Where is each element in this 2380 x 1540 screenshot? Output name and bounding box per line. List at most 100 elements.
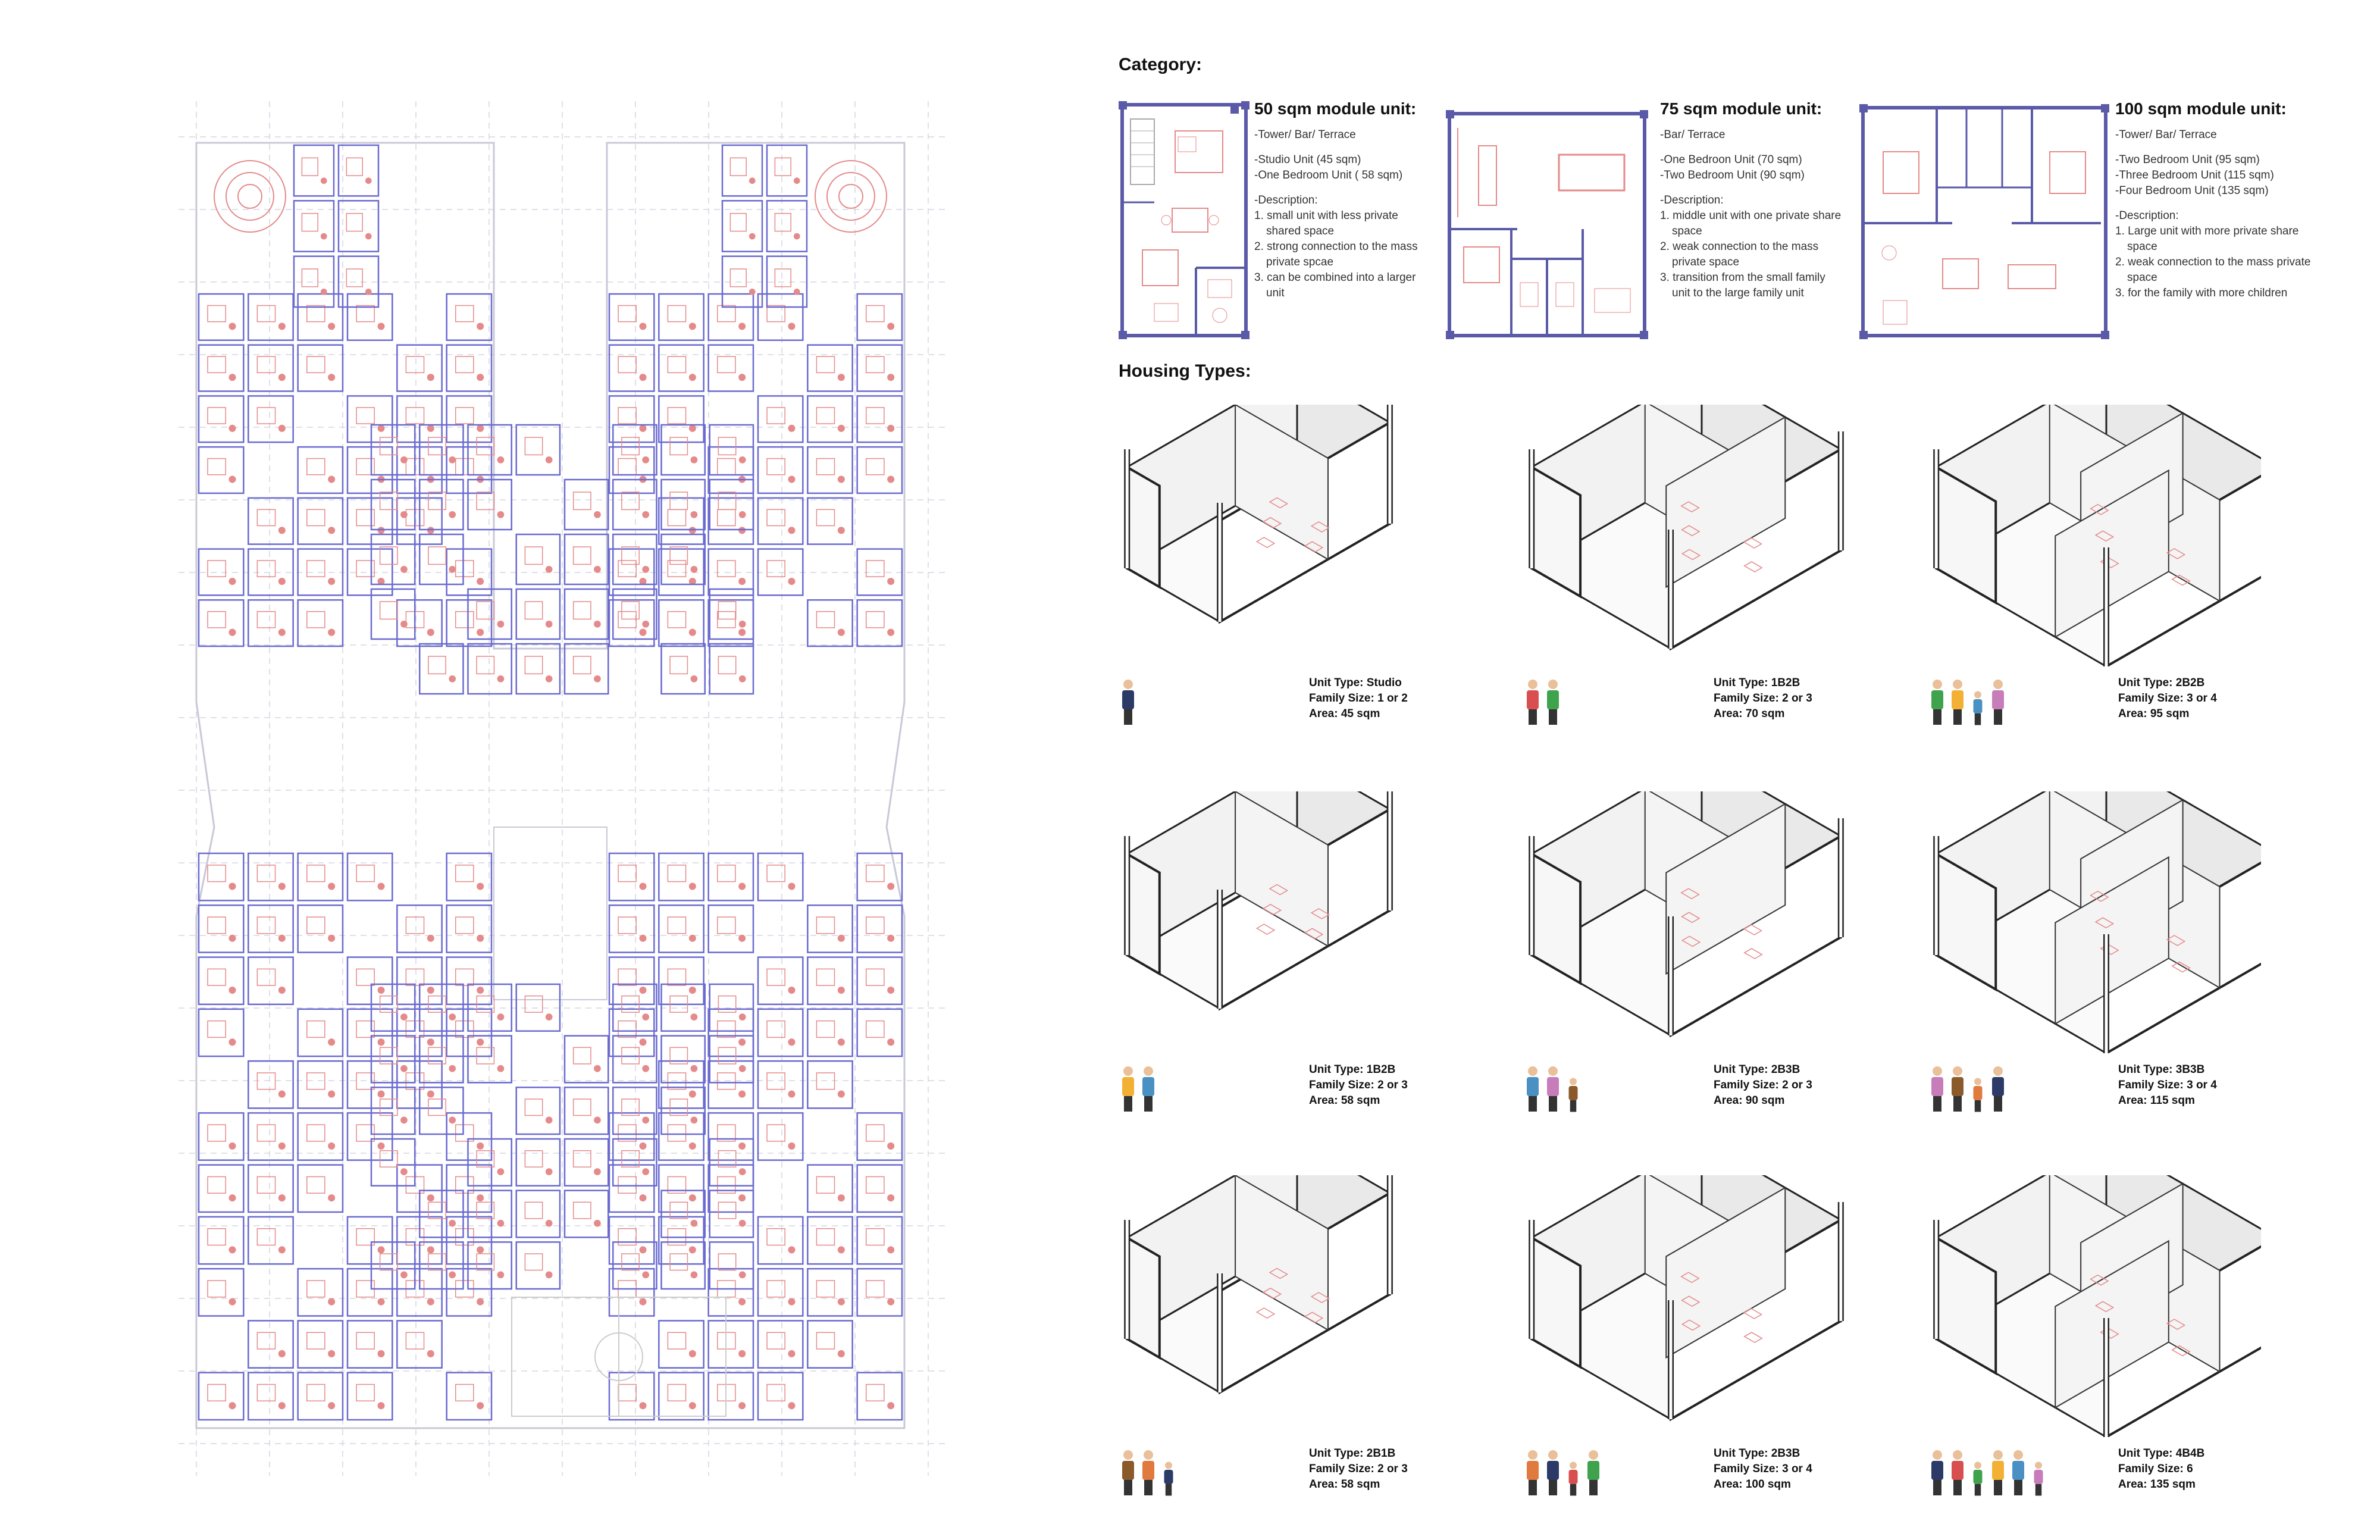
module-unit-item: -Four Bedroom Unit (135 sqm) xyxy=(2115,184,2269,197)
module-75-description: 75 sqm module unit: -Bar/ Terrace -One Bed… xyxy=(1660,101,1844,301)
unit-type: Unit Type: 4B4B xyxy=(2118,1447,2205,1460)
unit-type: Unit Type: 3B3B xyxy=(2118,1063,2205,1076)
module-title: 75 sqm module unit: xyxy=(1660,99,1822,118)
module-description-item: 1. Large unit with more private share sp… xyxy=(2115,225,2299,253)
person-icon xyxy=(1142,1450,1154,1495)
module-unit-item: -Three Bedroom Unit (115 sqm) xyxy=(2115,169,2274,181)
module-description-item: 3. for the family with more children xyxy=(2115,287,2288,299)
module-unit-item: -One Bedroon Unit (70 sqm) xyxy=(1660,154,1802,166)
housing-iso-8 xyxy=(1529,1175,1844,1422)
person-icon xyxy=(1122,1450,1134,1495)
unit-family: Family Size: 1 or 2 xyxy=(1309,692,1408,705)
person-icon xyxy=(1992,1450,2004,1495)
unit-area: Area: 95 sqm xyxy=(2118,708,2190,720)
unit-info: Unit Type: 1B2B Family Size: 2 or 3 Area: … xyxy=(1309,1062,1408,1109)
person-icon xyxy=(1122,680,1134,725)
unit-type: Unit Type: 2B3B xyxy=(1714,1063,1800,1076)
module-description-item: 3. can be combined into a larger unit xyxy=(1254,271,1416,299)
person-icon xyxy=(1547,1450,1559,1495)
person-icon xyxy=(1931,680,1943,725)
module-100-description: 100 sqm module unit: -Tower/ Bar/ Terrace… xyxy=(2115,101,2312,301)
unit-family: Family Size: 2 or 3 xyxy=(1309,1079,1408,1091)
person-icon xyxy=(1527,680,1539,725)
person-icon xyxy=(1992,1066,2004,1112)
unit-type: Unit Type: 2B1B xyxy=(1309,1447,1396,1460)
module-description-item: 2. weak connection to the mass private s… xyxy=(1660,240,1819,268)
master-floor-plan xyxy=(178,101,946,1476)
module-description-label: -Description: xyxy=(1254,194,1318,206)
person-icon xyxy=(1973,1078,1983,1112)
module-description-label: -Description: xyxy=(2115,209,2179,222)
module-description-label: -Description: xyxy=(1660,194,1724,206)
person-icon xyxy=(1973,1461,1983,1496)
unit-family: Family Size: 2 or 3 xyxy=(1714,692,1812,705)
person-icon xyxy=(1973,691,1983,725)
person-icon xyxy=(1931,1450,1943,1495)
person-icon xyxy=(2012,1450,2024,1495)
person-icon xyxy=(1587,1450,1599,1495)
unit-area: Area: 115 sqm xyxy=(2118,1094,2195,1107)
unit-area: Area: 58 sqm xyxy=(1309,1478,1380,1491)
person-icon xyxy=(1164,1461,1173,1496)
module-description-item: 2. weak connection to the mass private s… xyxy=(2115,256,2311,284)
module-50-plan xyxy=(1119,101,1250,339)
module-description-item: 3. transition from the small family unit… xyxy=(1660,271,1825,299)
module-unit-item: -One Bedroom Unit ( 58 sqm) xyxy=(1254,169,1403,181)
housing-iso-2 xyxy=(1529,405,1844,651)
person-icon xyxy=(1952,680,1964,725)
module-unit-item: -Two Bedroom Unit (90 sqm) xyxy=(1660,169,1805,181)
module-title: 100 sqm module unit: xyxy=(2115,99,2287,118)
unit-family: Family Size: 2 or 3 xyxy=(1714,1079,1812,1091)
family-icons xyxy=(1931,1450,2043,1496)
housing-iso-3 xyxy=(1933,405,2261,666)
family-icons xyxy=(1122,1066,1154,1112)
housing-iso-4 xyxy=(1124,791,1393,1011)
person-icon xyxy=(1952,1066,1964,1112)
family-icons xyxy=(1122,680,1134,725)
unit-family: Family Size: 3 or 4 xyxy=(2118,692,2217,705)
housing-iso-1 xyxy=(1124,405,1393,624)
unit-family: Family Size: 6 xyxy=(2118,1463,2193,1475)
module-100-plan xyxy=(1859,104,2109,339)
unit-type: Unit Type: Studio xyxy=(1309,677,1402,689)
family-icons xyxy=(1931,680,2004,725)
person-icon xyxy=(1142,1066,1154,1112)
module-unit-item: -Two Bedroom Unit (95 sqm) xyxy=(2115,154,2260,166)
housing-iso-5 xyxy=(1529,791,1844,1038)
unit-area: Area: 70 sqm xyxy=(1714,708,1785,720)
unit-info: Unit Type: 2B3B Family Size: 2 or 3 Area: … xyxy=(1714,1062,1812,1109)
module-uses: -Tower/ Bar/ Terrace xyxy=(2115,129,2217,141)
unit-type: Unit Type: 1B2B xyxy=(1309,1063,1396,1076)
module-description-item: 1. middle unit with one private share sp… xyxy=(1660,209,1842,237)
person-icon xyxy=(1931,1066,1943,1112)
person-icon xyxy=(1568,1078,1578,1112)
housing-iso-7 xyxy=(1124,1175,1393,1395)
unit-area: Area: 58 sqm xyxy=(1309,1094,1380,1107)
unit-info: Unit Type: 4B4B Family Size: 6 Area: 135 s… xyxy=(2118,1446,2204,1492)
housing-iso-6 xyxy=(1933,791,2261,1053)
module-50-marker xyxy=(1230,105,1239,114)
person-icon xyxy=(1952,1450,1964,1495)
family-icons xyxy=(1527,1066,1578,1112)
person-icon xyxy=(1527,1450,1539,1495)
person-icon xyxy=(1122,1066,1134,1112)
housing-iso-9 xyxy=(1933,1175,2261,1437)
person-icon xyxy=(1568,1461,1578,1496)
person-icon xyxy=(2034,1461,2043,1496)
module-uses: -Bar/ Terrace xyxy=(1660,129,1726,141)
housing-types-title: Housing Types: xyxy=(1119,361,1251,381)
unit-area: Area: 90 sqm xyxy=(1714,1094,1785,1107)
module-description-item: 2. strong connection to the mass private… xyxy=(1254,240,1418,268)
family-icons xyxy=(1931,1066,2004,1112)
unit-info: Unit Type: 2B2B Family Size: 3 or 4 Area: … xyxy=(2118,675,2217,722)
unit-area: Area: 135 sqm xyxy=(2118,1478,2196,1491)
unit-type: Unit Type: 2B2B xyxy=(2118,677,2205,689)
module-50-description: 50 sqm module unit:-Tower/ Bar/ Terrace-… xyxy=(1254,101,1433,301)
module-description-item: 1. small unit with less private shared s… xyxy=(1254,209,1398,237)
person-icon xyxy=(1547,1066,1559,1112)
unit-type: Unit Type: 2B3B xyxy=(1714,1447,1800,1460)
